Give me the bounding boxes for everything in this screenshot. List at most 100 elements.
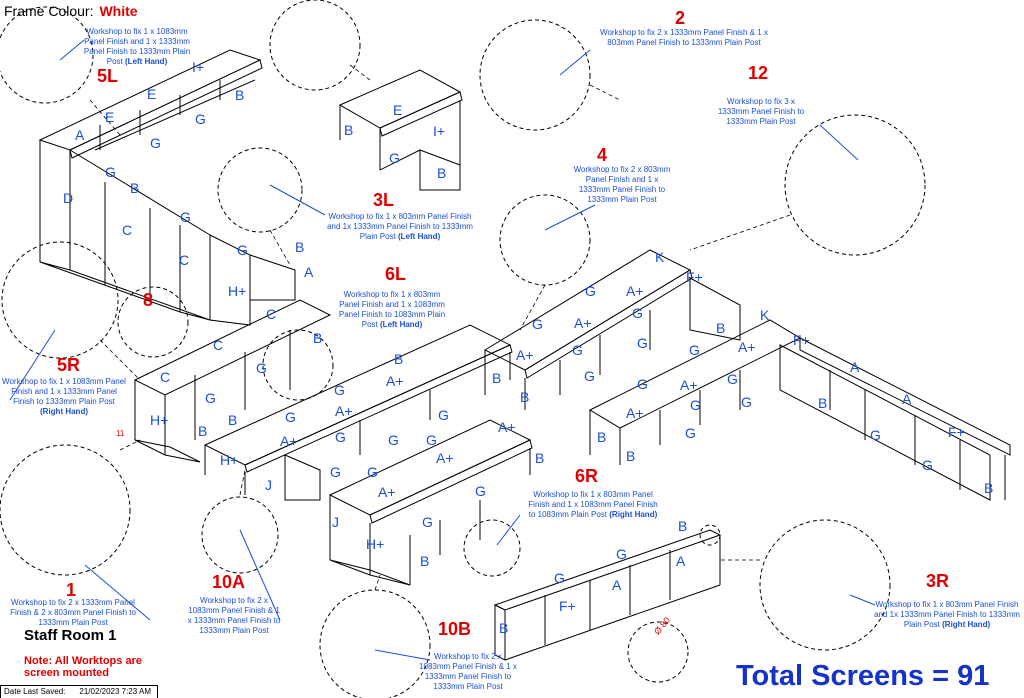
diameter-label: Ø 80 <box>652 615 672 636</box>
label-b: B <box>520 389 529 405</box>
label-e: E <box>147 86 156 102</box>
label-b: B <box>716 320 725 336</box>
label-a-plus: A+ <box>626 405 644 421</box>
label-f-plus: F+ <box>793 332 810 348</box>
room-title: Staff Room 1 <box>24 627 117 644</box>
label-b: B <box>626 448 635 464</box>
callout-3r-note: Workshop to fix 1 x 803mm Panel Finish a… <box>874 600 1020 629</box>
label-g: G <box>195 111 206 127</box>
label-b: B <box>984 480 993 496</box>
callout-5l-note: Workshop to fix 1 x 1083mm Panel Finish … <box>83 27 191 66</box>
callout-1-number: 1 <box>66 580 77 600</box>
label-f-plus: F+ <box>559 598 576 614</box>
label-c: C <box>213 337 223 353</box>
label-a: A <box>902 391 912 407</box>
label-h-plus: H+ <box>220 452 238 468</box>
label-g: G <box>532 316 543 332</box>
label-g: G <box>637 376 648 392</box>
callout-5l-number: 5L <box>97 66 119 86</box>
label-h-plus: H+ <box>366 536 384 552</box>
frame-colour-label: Frame Colour: <box>4 3 94 19</box>
screen-labels: A E E I+ G G B G B D C G C G H+ B A B E … <box>63 59 993 636</box>
label-g: G <box>727 371 738 387</box>
callout-6l-note: Workshop to fix 1 x 803mm Panel Finish a… <box>338 290 446 329</box>
label-d: D <box>63 190 73 206</box>
cluster-bottom-screens <box>493 529 722 661</box>
label-a-plus: A+ <box>280 433 298 449</box>
cluster-right-bottom <box>588 319 1011 501</box>
label-c: C <box>160 369 170 385</box>
label-j: J <box>332 514 339 530</box>
callout-2-number: 2 <box>675 8 686 28</box>
frame-colour: Frame Colour: White <box>4 3 138 19</box>
label-g: G <box>389 150 400 166</box>
label-g: G <box>422 514 433 530</box>
label-g: G <box>572 342 583 358</box>
label-c: C <box>179 252 189 268</box>
label-b: B <box>678 518 687 534</box>
label-g: G <box>438 407 449 423</box>
reference-11-label: 11 <box>116 429 125 438</box>
label-b: B <box>344 122 353 138</box>
label-b: B <box>394 351 403 367</box>
label-b: B <box>198 423 207 439</box>
date-saved-label: Date Last Saved: <box>4 687 66 696</box>
label-g: G <box>475 483 486 499</box>
callout-6r-note: Workshop to fix 1 x 803mm Panel Finish a… <box>528 490 658 519</box>
cluster-lower-middle <box>328 419 533 586</box>
label-b: B <box>130 180 139 196</box>
label-a-plus: A+ <box>680 377 698 393</box>
callout-6r-number: 6R <box>575 466 599 486</box>
label-g: G <box>388 432 399 448</box>
label-g: G <box>870 427 881 443</box>
label-g: G <box>741 394 752 410</box>
label-g: G <box>334 382 345 398</box>
label-g: G <box>367 464 378 480</box>
label-g: G <box>922 457 933 473</box>
label-g: G <box>616 546 627 562</box>
callout-10b-number: 10B <box>438 619 472 639</box>
label-g: G <box>285 409 296 425</box>
label-g: G <box>180 209 191 225</box>
cluster-right-top <box>483 249 741 410</box>
label-f-plus: F+ <box>948 424 965 440</box>
worktop-note: Note: All Worktops are screen mounted <box>24 655 142 679</box>
label-h-plus: H+ <box>228 283 246 299</box>
label-g: G <box>637 335 648 351</box>
label-g: G <box>585 283 596 299</box>
label-g: G <box>205 390 216 406</box>
label-b: B <box>818 395 827 411</box>
label-a-plus: A+ <box>574 315 592 331</box>
label-b: B <box>420 553 429 569</box>
label-g: G <box>335 429 346 445</box>
label-b: B <box>228 412 237 428</box>
label-a-plus: A+ <box>738 339 756 355</box>
callout-3l-number: 3L <box>373 190 395 210</box>
label-a: A <box>676 553 686 569</box>
label-g: G <box>330 464 341 480</box>
label-b: B <box>492 370 501 386</box>
label-g: G <box>105 164 116 180</box>
label-f-plus: F+ <box>686 269 703 285</box>
label-c: C <box>122 222 132 238</box>
callout-4-note: Workshop to fix 2 x 803mm Panel Finish a… <box>573 165 671 204</box>
label-h-plus: H+ <box>150 412 168 428</box>
callout-12-number: 12 <box>748 63 769 83</box>
label-g: G <box>690 397 701 413</box>
label-k: K <box>760 307 770 323</box>
label-g: G <box>554 570 565 586</box>
label-j: J <box>265 477 272 493</box>
label-e: E <box>393 102 402 118</box>
detail-circles <box>0 0 926 698</box>
callout-10b-note: Workshop to fix 2 x 1083mm Panel Finish … <box>419 652 517 691</box>
label-i-plus: I+ <box>433 123 445 139</box>
callout-10a-number: 10A <box>212 572 246 592</box>
cluster-middle <box>133 299 513 501</box>
label-i-plus: I+ <box>192 59 204 75</box>
callout-10a-note: Workshop to fix 2 x 1083mm Panel Finish … <box>187 596 281 635</box>
frame-colour-value: White <box>99 3 138 19</box>
label-a-plus: A+ <box>378 484 396 500</box>
label-a-plus: A+ <box>386 373 404 389</box>
